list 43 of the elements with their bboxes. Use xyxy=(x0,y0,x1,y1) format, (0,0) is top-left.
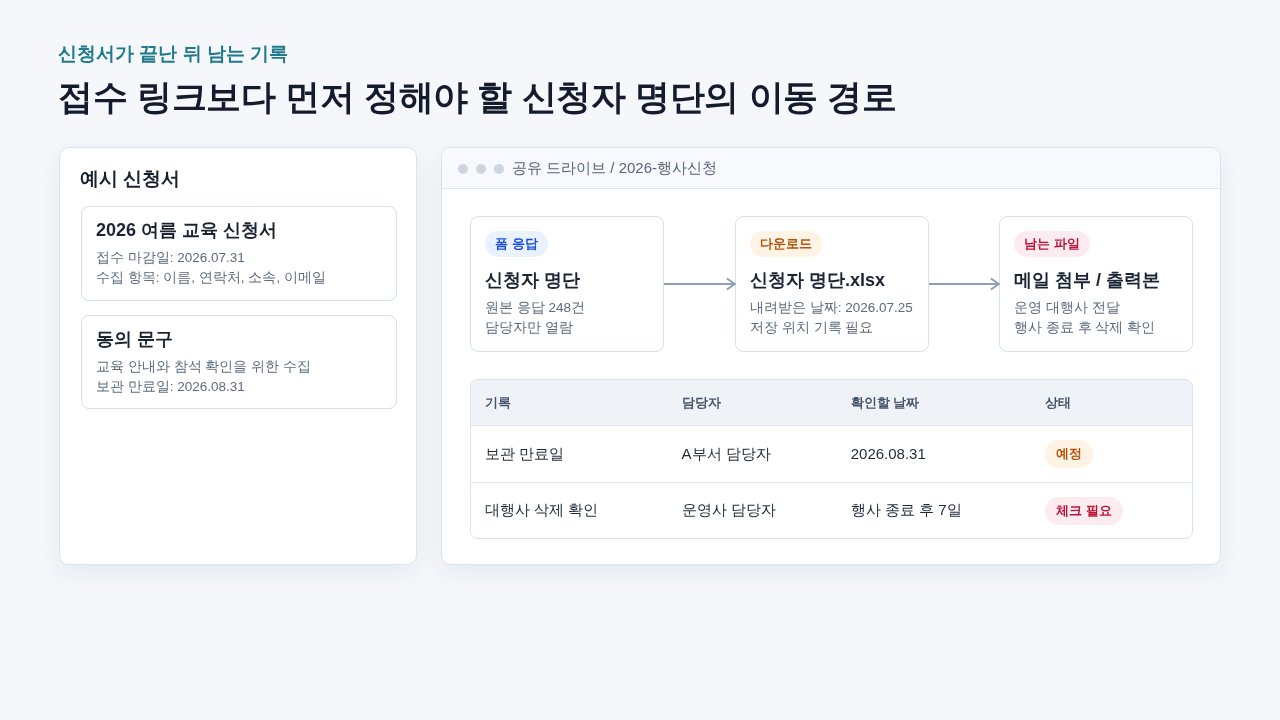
column-header: 기록 xyxy=(485,395,511,410)
card-text: 교육 안내와 참석 확인을 위한 수집 xyxy=(96,358,311,376)
card-text: 수집 항목: 이름, 연락처, 소속, 이메일 xyxy=(96,268,326,287)
column-header: 상태 xyxy=(1045,395,1072,410)
content-panel xyxy=(59,147,417,565)
card-title: 메일 첨부 / 출력본 xyxy=(1014,269,1160,292)
card-text: 보관 만료일: 2026.08.31 xyxy=(96,377,245,396)
category-tag: 폼 응답 xyxy=(485,231,548,257)
table-text: 행사 종료 후 7일 xyxy=(850,501,962,518)
category-tag: 남는 파일 xyxy=(1014,231,1090,257)
arrow xyxy=(928,278,1000,290)
status-tag: 체크 필요 xyxy=(1045,496,1123,525)
folder-path: 공유 드라이브 / 2026-행사신청 xyxy=(512,158,718,178)
card-text: 행사 종료 후 삭제 확인 xyxy=(1014,318,1155,337)
column-header: 확인할 날짜 xyxy=(850,395,920,410)
status-tag: 예정 xyxy=(1045,440,1094,468)
panel-heading: 예시 신청서 xyxy=(80,167,181,191)
card-text: 내려받은 날짜: 2026.07.25 xyxy=(750,299,913,317)
table-text: 보관 만료일 xyxy=(485,444,565,462)
category-tag: 다운로드 xyxy=(750,231,822,257)
table-text: 대행사 삭제 확인 xyxy=(485,501,599,518)
info-card xyxy=(81,315,397,409)
info-card xyxy=(81,206,397,301)
window-panel xyxy=(441,147,1221,565)
column-header: 담당자 xyxy=(681,395,721,410)
card-text: 담당자만 열람 xyxy=(485,318,573,337)
card-text: 운영 대행사 전달 xyxy=(1014,299,1120,317)
table-text: 운영사 담당자 xyxy=(681,501,776,518)
table-text: 2026.08.31 xyxy=(850,445,926,462)
page-title: 접수 링크보다 먼저 정해야 할 신청자 명단의 이동 경로 xyxy=(58,76,897,118)
card-title: 신청자 명단.xlsx xyxy=(750,269,886,292)
arrow xyxy=(663,278,736,290)
card-text: 원본 응답 248건 xyxy=(485,299,586,317)
table-text: A부서 담당자 xyxy=(681,444,771,462)
file-card xyxy=(470,216,664,352)
card-title: 동의 문구 xyxy=(96,328,173,351)
file-card xyxy=(999,216,1193,352)
card-text: 저장 위치 기록 필요 xyxy=(750,318,874,337)
card-text: 접수 마감일: 2026.07.31 xyxy=(96,249,245,267)
file-card xyxy=(735,216,929,352)
subtitle: 신청서가 끝난 뒤 남는 기록 xyxy=(58,42,289,66)
card-title: 신청자 명단 xyxy=(485,269,580,292)
card-title: 2026 여름 교육 신청서 xyxy=(96,219,278,242)
